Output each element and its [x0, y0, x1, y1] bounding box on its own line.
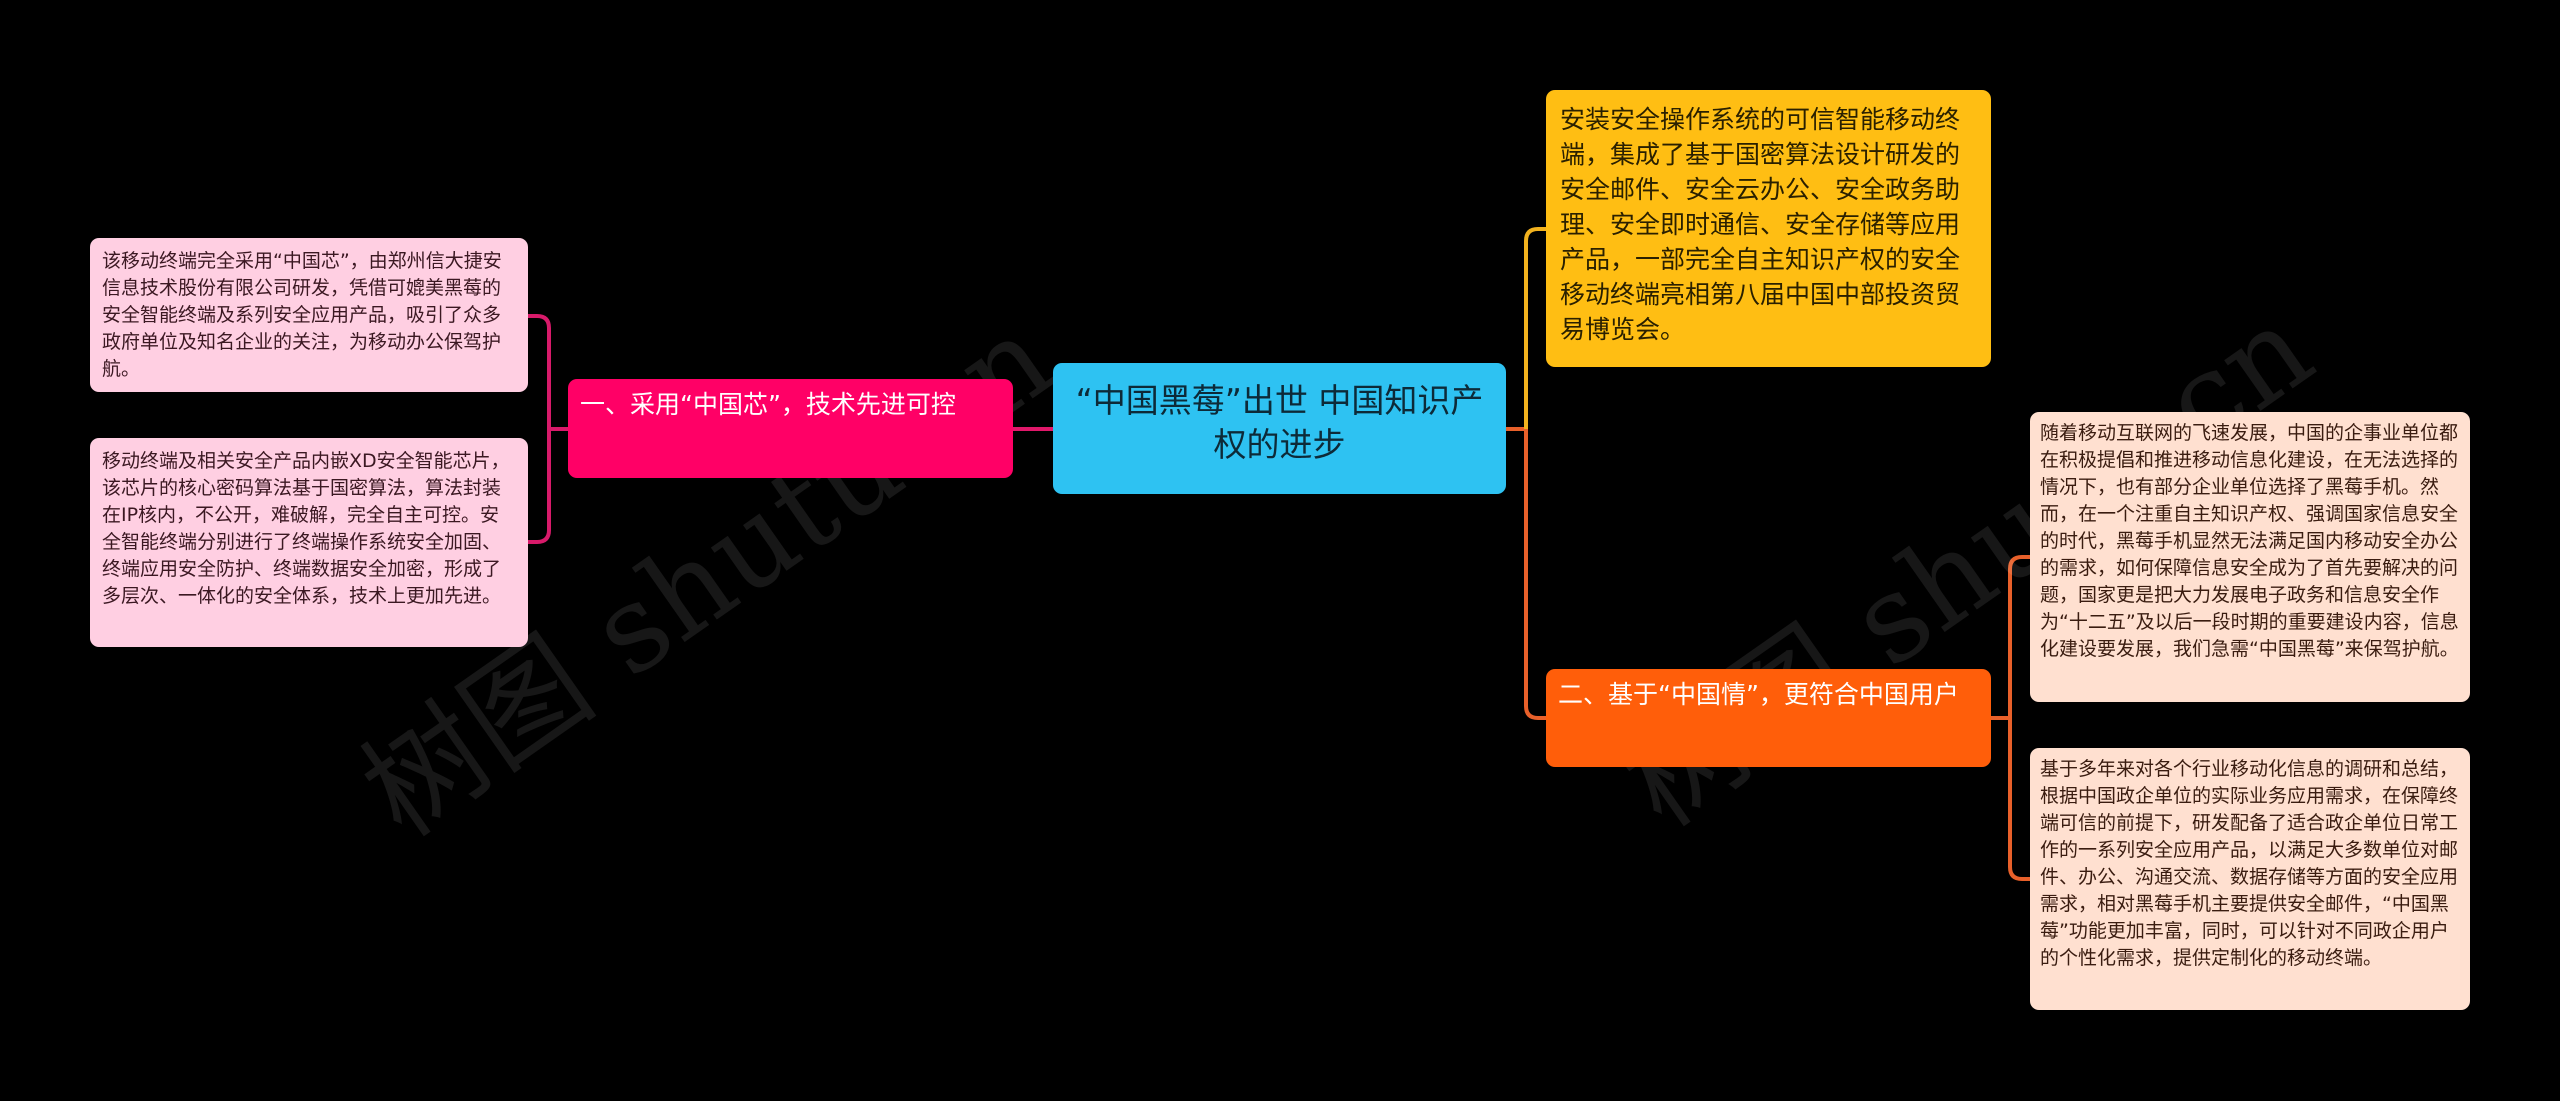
branch-node-trusted-terminal[interactable]: 安装安全操作系统的可信智能移动终端，集成了基于国密算法设计研发的安全邮件、安全云…: [1546, 90, 1991, 367]
root-topic-node[interactable]: “中国黑莓”出世 中国知识产权的进步: [1053, 363, 1506, 494]
leaf-text: 该移动终端完全采用“中国芯”，由郑州信大捷安信息技术股份有限公司研发，凭借可媲美…: [102, 250, 502, 380]
leaf-text: 随着移动互联网的飞速发展，中国的企事业单位都在积极提倡和推进移动信息化建设，在无…: [2040, 422, 2459, 660]
branch-label: 安装安全操作系统的可信智能移动终端，集成了基于国密算法设计研发的安全邮件、安全云…: [1560, 105, 1961, 344]
leaf-node-mobile-internet-development[interactable]: 随着移动互联网的飞速发展，中国的企事业单位都在积极提倡和推进移动信息化建设，在无…: [2030, 412, 2470, 702]
leaf-node-china-chip-intro[interactable]: 该移动终端完全采用“中国芯”，由郑州信大捷安信息技术股份有限公司研发，凭借可媲美…: [90, 238, 528, 392]
root-topic-title: “中国黑莓”出世 中国知识产权的进步: [1075, 381, 1484, 464]
branch-node-china-conditions[interactable]: 二、基于“中国情”，更符合中国用户: [1546, 669, 1991, 767]
branch-node-china-chip[interactable]: 一、采用“中国芯”，技术先进可控: [568, 379, 1013, 478]
branch-label: 一、采用“中国芯”，技术先进可控: [580, 390, 956, 419]
leaf-text: 移动终端及相关安全产品内嵌XD安全智能芯片，该芯片的核心密码算法基于国密算法，算…: [102, 450, 510, 607]
leaf-node-xd-security-chip[interactable]: 移动终端及相关安全产品内嵌XD安全智能芯片，该芯片的核心密码算法基于国密算法，算…: [90, 438, 528, 647]
leaf-node-security-app-products[interactable]: 基于多年来对各个行业移动化信息的调研和总结，根据中国政企单位的实际业务应用需求，…: [2030, 748, 2470, 1010]
leaf-text: 基于多年来对各个行业移动化信息的调研和总结，根据中国政企单位的实际业务应用需求，…: [2040, 758, 2459, 969]
branch-label: 二、基于“中国情”，更符合中国用户: [1558, 680, 1959, 709]
